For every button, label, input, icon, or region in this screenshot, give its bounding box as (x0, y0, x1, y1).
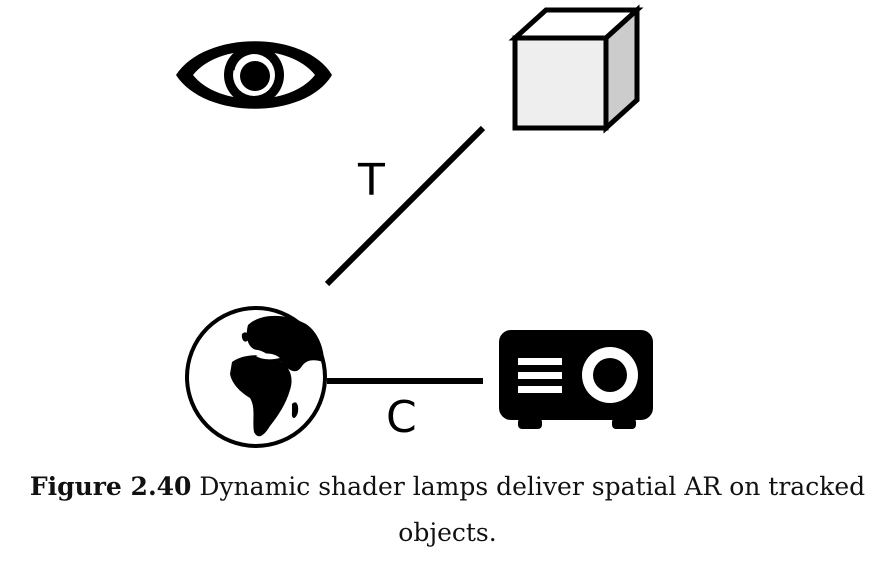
globe-icon (185, 306, 327, 448)
caption-text-line2: objects. (398, 518, 497, 547)
eye-icon (176, 41, 332, 109)
cube-icon (508, 4, 644, 134)
calibration-edge-label: C (386, 392, 417, 443)
caption-text-line1: Dynamic shader lamps deliver spatial AR … (199, 472, 866, 501)
projector-icon (499, 330, 653, 429)
figure-number: Figure 2.40 (29, 472, 192, 501)
tracking-edge-label: T (357, 155, 385, 206)
figure-caption: Figure 2.40 Dynamic shader lamps deliver… (0, 464, 895, 556)
tracking-edge (324, 125, 486, 287)
diagram-figure: T C (176, 4, 653, 448)
